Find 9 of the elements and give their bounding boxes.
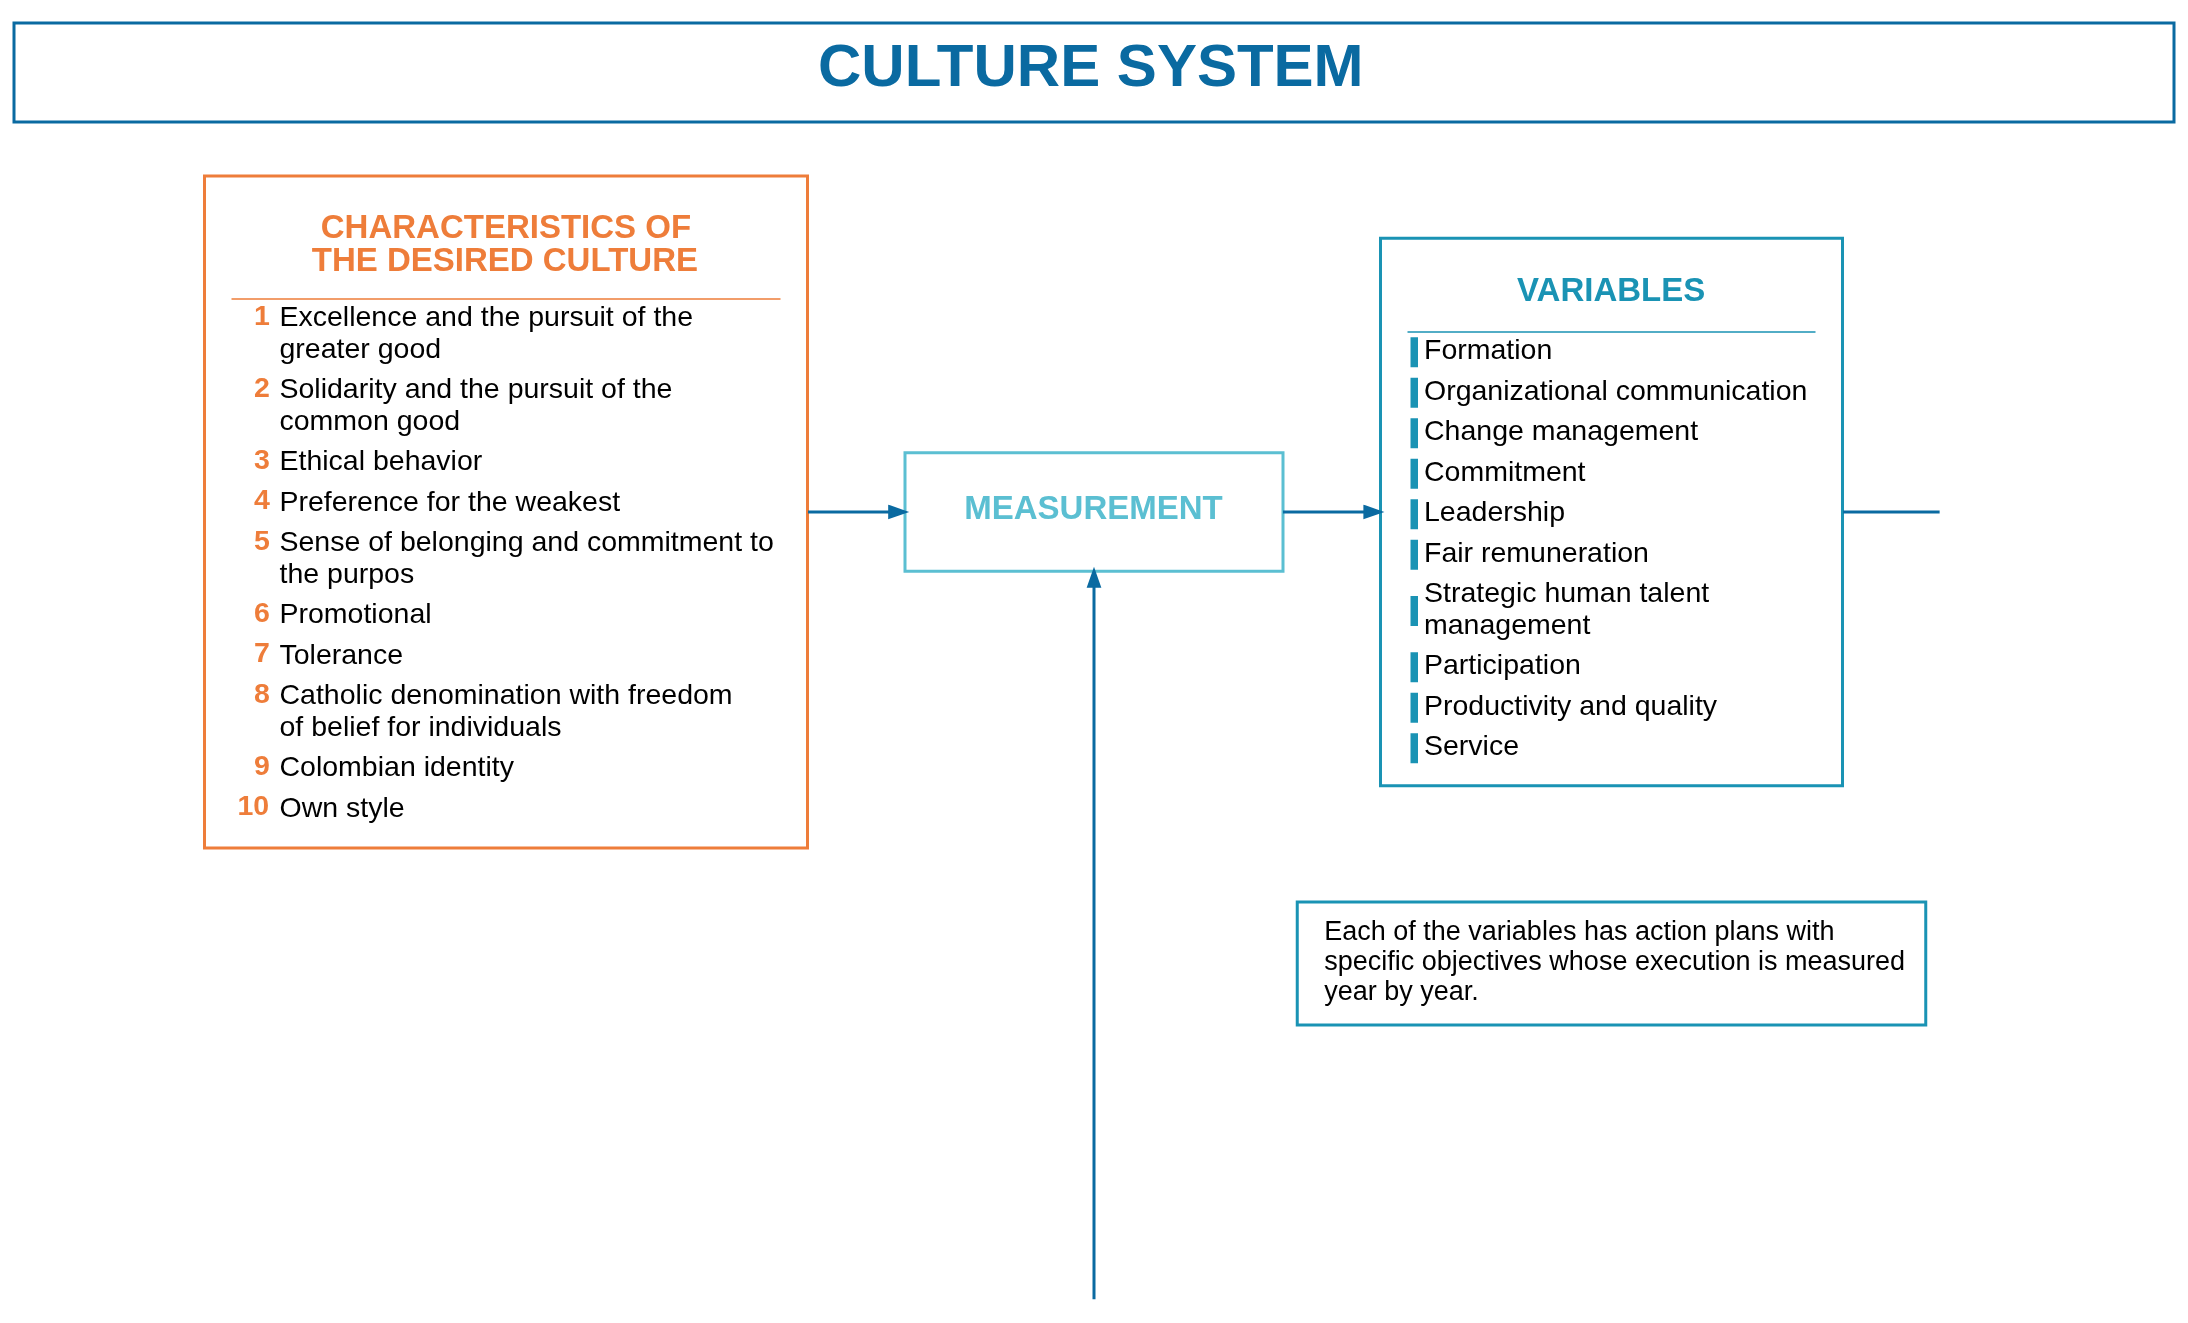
node-box: VARIABLES Formation Organizational communication Change management Commitment Leadership Fair remuneration Strategic human talent management Participation Productivity and quality Service (1379, 236, 1844, 787)
arrow (1086, 566, 1102, 1299)
arrow (1283, 504, 1385, 519)
node-box: MEASUREMENT (903, 450, 1285, 573)
node-box: Each of the variables has action plans with specific objectives whose execution is measured year by year. (1295, 900, 1928, 1026)
node-box: CHARACTERISTICS OF THE DESIRED CULTURE 1 Excellence and the pursuit of the greater good 2 Solidarity and the pursuit of the common good 3 Ethical behavior 4 Preference for the weakest 5 Sense of belonging and commitment to the purpos 6 Promotional 7 Tolerance 8 Catholic denomination with freedom of belief for individuals 9 Colombian identity 10 Own style (203, 174, 809, 849)
node-box: CULTURE SYSTEM (12, 21, 2176, 123)
arrow (808, 504, 910, 519)
connector (1843, 510, 1940, 513)
